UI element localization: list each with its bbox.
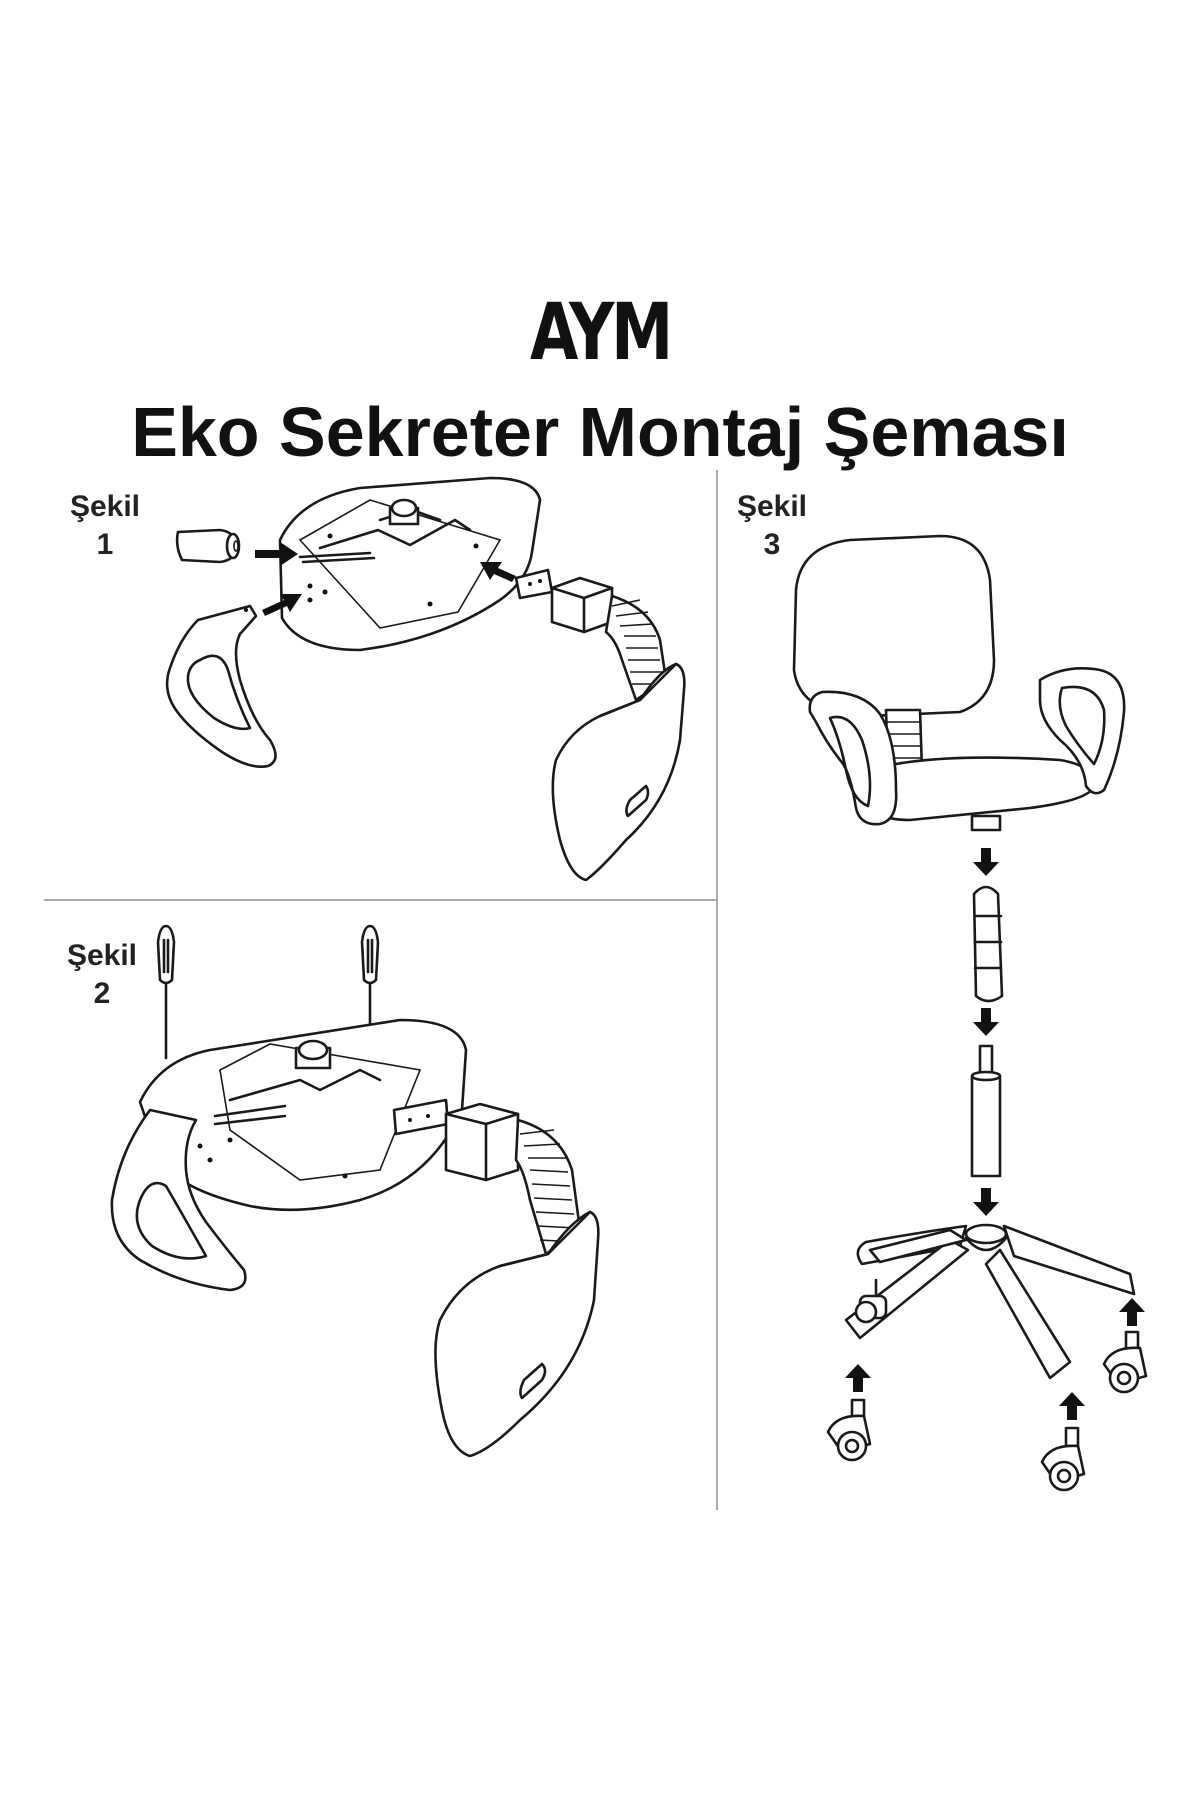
screwdriver-right-icon (360, 924, 380, 1062)
seat-plate-1 (278, 476, 542, 652)
figure-2-word: Şekil (66, 939, 138, 972)
page-title: Eko Sekreter Montaj Şeması (131, 393, 1069, 471)
brand-logo: AYM (529, 288, 673, 378)
gas-lift-cylinder (970, 1044, 1002, 1178)
caster-back-left (854, 1278, 888, 1324)
figure-3-number: 3 (763, 528, 781, 561)
figure-2-label: Şekil 2 (52, 937, 152, 1013)
assembly-arrows-3 (845, 848, 1145, 1420)
figure-3-label: Şekil 3 (722, 488, 822, 564)
caster-right (1102, 1330, 1148, 1394)
caster-front-left (826, 1398, 872, 1462)
assembled-chair-3 (792, 534, 1126, 832)
screwdriver-left-icon (156, 924, 176, 1060)
figure-1-number: 1 (96, 528, 114, 561)
adjustment-knob (175, 528, 241, 564)
vertical-divider (716, 470, 718, 1510)
star-base (844, 1223, 1136, 1380)
figure-3-word: Şekil (736, 490, 808, 523)
figure-2-number: 2 (93, 977, 111, 1010)
caster-front-right (1040, 1426, 1086, 1492)
gas-lift-cover (972, 885, 1004, 1003)
figure-1-label: Şekil 1 (55, 488, 155, 564)
assembly-arrows-1 (255, 542, 516, 616)
horizontal-divider (44, 899, 716, 901)
casters (826, 1278, 1148, 1492)
figure-1-word: Şekil (69, 490, 141, 523)
chair-assembly-2 (110, 1018, 600, 1458)
left-armrest-1 (165, 604, 277, 768)
backrest-with-bellows-1 (514, 568, 686, 882)
